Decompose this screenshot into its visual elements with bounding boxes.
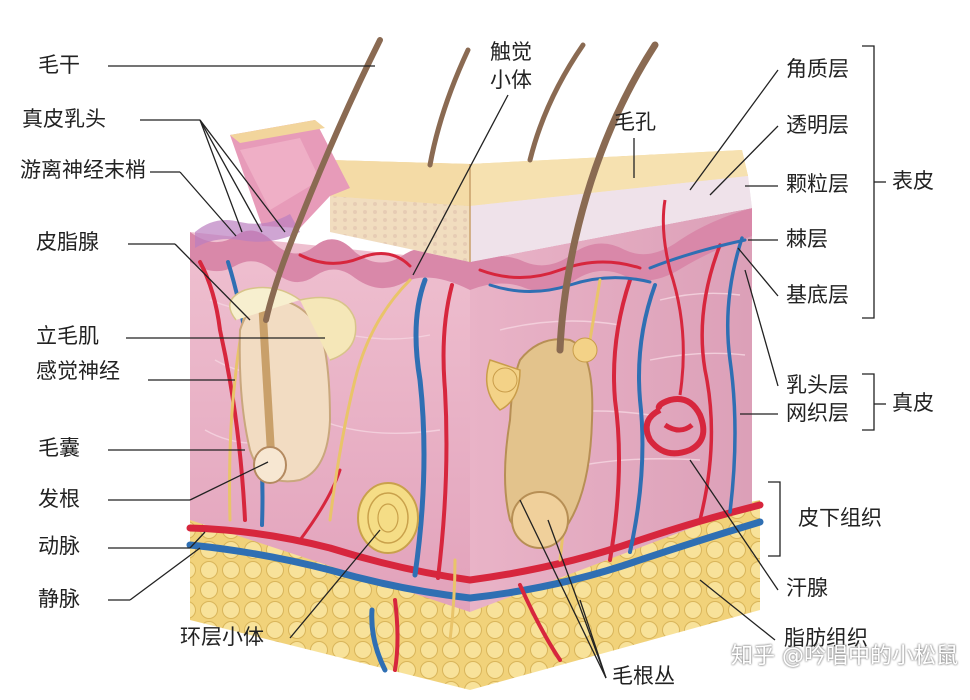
label-hair-shaft: 毛干 [38, 53, 80, 77]
sweat-gland [643, 199, 707, 457]
epidermis [330, 150, 752, 262]
left-hair-follicle [229, 286, 357, 484]
label-sensory-nerve: 感觉神经 [36, 359, 120, 383]
label-tactile-corpuscle-2: 小体 [490, 68, 532, 92]
label-arrector-pili: 立毛肌 [36, 324, 99, 348]
label-dermal-papilla: 真皮乳头 [22, 107, 106, 131]
epidermis-flap [195, 120, 350, 248]
label-hair-follicle: 毛囊 [38, 436, 80, 460]
hairs [263, 37, 659, 354]
label-stratum-corneum: 角质层 [786, 57, 849, 81]
papillary-band [190, 208, 752, 292]
label-hair-root-plexus: 毛根丛 [612, 664, 675, 688]
label-stratum-granulosum: 颗粒层 [786, 172, 849, 196]
label-artery: 动脉 [38, 534, 80, 558]
label-vein: 静脉 [38, 587, 80, 611]
label-free-nerve-endings: 游离神经末梢 [20, 158, 146, 182]
blood-vessels [186, 236, 764, 673]
label-sweat-gland: 汗腺 [786, 576, 828, 600]
label-stratum-spinosum: 棘层 [786, 227, 828, 251]
lamellar-corpuscle [357, 482, 419, 554]
label-pore: 毛孔 [614, 110, 656, 134]
label-stratum-basale: 基底层 [786, 283, 849, 307]
label-tactile-corpuscle-1: 触觉 [490, 40, 532, 64]
label-sebaceous-gland: 皮脂腺 [36, 230, 99, 254]
watermark: 知乎 @吟唱中的小松鼠 [731, 644, 958, 669]
label-stratum-lucidum: 透明层 [786, 113, 849, 137]
label-hair-root: 发根 [38, 487, 80, 511]
brackets [768, 45, 886, 557]
leader-lines [108, 65, 779, 679]
label-dermis: 真皮 [892, 391, 934, 415]
label-subcutaneous: 皮下组织 [798, 506, 882, 530]
label-reticular-layer: 网织层 [786, 401, 849, 425]
label-epidermis: 表皮 [892, 169, 934, 193]
right-hair-follicle [485, 337, 598, 549]
label-lamellar-corpuscle: 环层小体 [180, 625, 264, 649]
label-adipose: 脂肪组织 [784, 626, 868, 650]
label-papillary-layer: 乳头层 [786, 373, 849, 397]
